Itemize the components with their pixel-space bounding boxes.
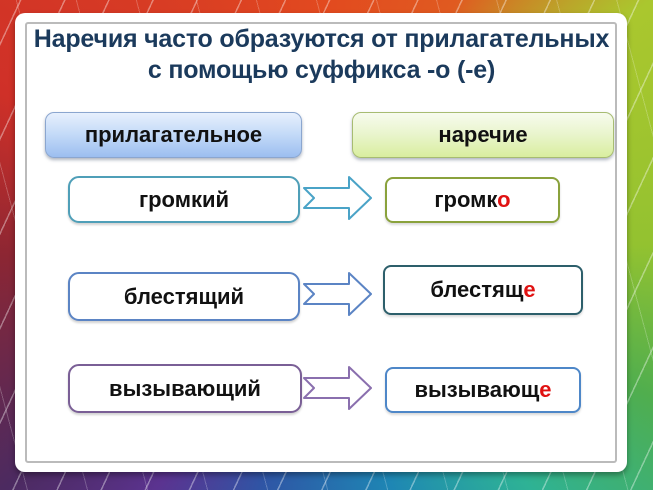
header-adverb-label: наречие [438, 122, 528, 147]
header-adjective-label: прилагательное [84, 122, 263, 147]
adverb-box-1: громко [385, 177, 560, 223]
right-arrow-shape [303, 176, 372, 220]
adverb-box-2: блестяще [383, 265, 583, 315]
right-arrow-icon [303, 176, 372, 220]
right-arrow-icon [303, 366, 372, 410]
adverb-stem-1: громк [434, 187, 498, 212]
adjective-word-2: блестящий [123, 283, 245, 309]
right-arrow-icon [303, 272, 372, 316]
adverb-suffix-1: о [497, 187, 511, 212]
adverb-word-3: вызывающе [414, 377, 551, 403]
adverb-stem-3: вызывающ [414, 377, 540, 402]
header-adjective: прилагательное [45, 112, 302, 158]
adjective-box-3: вызывающий [68, 364, 302, 413]
header-adverb: наречие [352, 112, 614, 158]
adverb-suffix-3: е [539, 377, 552, 402]
adverb-suffix-2: е [523, 277, 536, 302]
slide-title: Наречия часто образуются от прилагательн… [33, 25, 610, 84]
adverb-word-1: громко [434, 187, 510, 213]
right-arrow-shape [303, 366, 372, 410]
panel-inner-border [25, 22, 617, 463]
adjective-box-1: громкий [68, 176, 300, 223]
adverb-word-2: блестяще [430, 277, 535, 303]
adverb-box-3: вызывающе [385, 367, 581, 413]
adverb-stem-2: блестящ [430, 277, 524, 302]
adjective-word-1: громкий [138, 186, 230, 212]
adjective-box-2: блестящий [68, 272, 300, 321]
right-arrow-shape [303, 272, 372, 316]
adjective-word-3: вызывающий [109, 375, 261, 401]
slide-panel: Наречия часто образуются от прилагательн… [15, 13, 627, 472]
